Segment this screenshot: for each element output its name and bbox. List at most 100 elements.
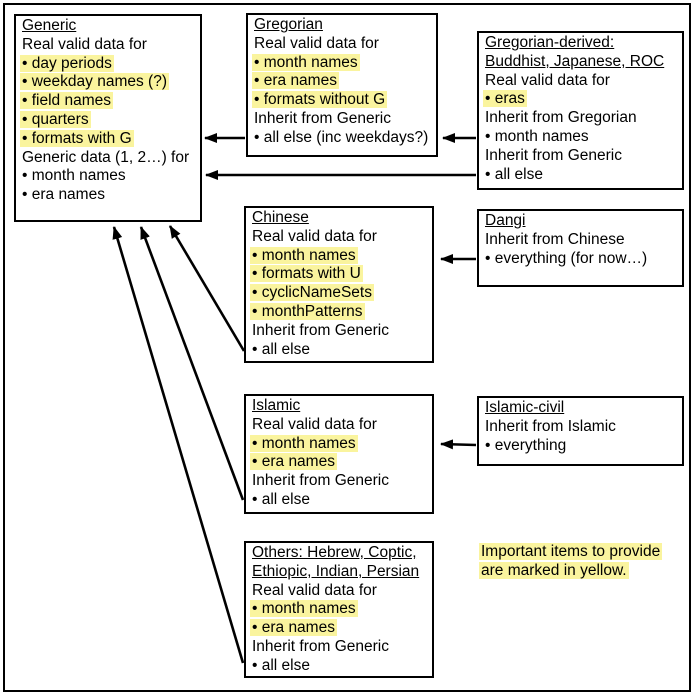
text: • all else (inc weekdays?) — [254, 128, 429, 146]
highlighted-text: • weekday names (?) — [20, 73, 169, 91]
text: • all else — [485, 165, 543, 183]
note-important-items: Important items to provide are marked in … — [479, 542, 663, 580]
text-line: • all else — [250, 657, 428, 676]
text-line: • month names — [250, 246, 428, 266]
text-line: Inherit from Generic — [483, 147, 678, 166]
text: • month names — [22, 167, 126, 185]
text: Inherit from Generic — [252, 472, 389, 490]
highlighted-text: • formats with G — [20, 129, 134, 147]
highlighted-text: • field names — [20, 92, 113, 110]
text-line: Inherit from Chinese — [483, 231, 678, 250]
text-line: • cyclicNameSets — [250, 284, 428, 303]
highlighted-text: • month names — [250, 600, 358, 618]
text-line: Islamic — [250, 397, 428, 416]
highlighted-text: • month names — [250, 434, 358, 452]
text-line: Real valid data for — [250, 228, 428, 247]
text-line: • all else — [483, 166, 678, 185]
text-line: Inherit from Gregorian — [483, 109, 678, 128]
text-line: • day periods — [20, 54, 196, 74]
text-line: Real valid data for — [250, 582, 428, 601]
text-line: • month names — [20, 167, 196, 186]
text-line: Generic data (1, 2…) for — [20, 149, 196, 168]
box-gregorian-derived: Gregorian-derived:Buddhist, Japanese, RO… — [477, 31, 684, 190]
arrow-islamic-to-generic — [139, 226, 245, 501]
text-line: Buddhist, Japanese, ROC — [483, 53, 678, 72]
text: • everything — [485, 436, 567, 454]
highlighted-text: • era names — [250, 453, 337, 471]
text-line: • formats with U — [250, 265, 428, 284]
text: Islamic-civil — [485, 399, 565, 416]
highlighted-text: • quarters — [20, 110, 91, 128]
text: Inherit from Generic — [252, 637, 389, 655]
text: Others: Hebrew, Coptic, — [252, 544, 417, 561]
text-line: Inherit from Islamic — [483, 418, 678, 437]
highlighted-text: • formats with U — [250, 265, 363, 283]
text-line: • all else — [250, 491, 428, 510]
text-line: • formats with G — [20, 129, 196, 149]
text-line: • era names — [20, 186, 196, 205]
text-line: • month names — [250, 600, 428, 619]
text-line: Inherit from Generic — [250, 638, 428, 657]
text-line: • era names — [250, 453, 428, 472]
text: Inherit from Generic — [254, 109, 391, 127]
text: Real valid data for — [254, 34, 379, 52]
text: Real valid data for — [252, 227, 377, 245]
text-line: • era names — [252, 72, 432, 91]
text-line: • weekday names (?) — [20, 73, 196, 92]
text: • month names — [485, 127, 589, 145]
highlighted-text: • monthPatterns — [250, 302, 365, 320]
text-line: • monthPatterns — [250, 302, 428, 322]
text-line: Inherit from Generic — [252, 110, 432, 129]
text-line: • month names — [252, 53, 432, 73]
text: Real valid data for — [22, 35, 147, 53]
text: Inherit from Generic — [485, 146, 622, 164]
text: Gregorian-derived: — [485, 34, 615, 51]
highlighted-text: are marked in yellow. — [479, 562, 629, 580]
text-line: are marked in yellow. — [479, 561, 662, 580]
text-line: Real valid data for — [252, 35, 432, 54]
highlighted-text: Important items to provide — [479, 543, 663, 560]
highlighted-text: • cyclicNameSets — [250, 284, 374, 302]
text: • all else — [252, 340, 310, 358]
box-others: Others: Hebrew, Coptic, Ethiopic, Indian,… — [244, 541, 434, 678]
text-line: • quarters — [20, 110, 196, 130]
text-line: Gregorian — [252, 16, 432, 35]
text: Real valid data for — [252, 581, 377, 599]
text: • all else — [252, 490, 310, 508]
text: • everything (for now…) — [485, 249, 648, 267]
text-line: • all else (inc weekdays?) — [252, 129, 432, 148]
text-line: Chinese — [250, 209, 428, 228]
text-line: • everything — [483, 437, 678, 456]
highlighted-text: • era names — [250, 619, 337, 637]
text-line: • month names — [250, 434, 428, 454]
arrow-chinese-to-generic — [168, 225, 246, 352]
text: Real valid data for — [485, 71, 610, 89]
highlighted-text: • formats without G — [252, 91, 388, 109]
text-line: • formats without G — [252, 91, 432, 110]
text: Real valid data for — [252, 415, 377, 433]
text: Inherit from Gregorian — [485, 109, 637, 127]
text-line: Real valid data for — [483, 72, 678, 91]
text: Generic data (1, 2…) for — [22, 148, 190, 166]
text: Dangi — [485, 212, 526, 229]
text: Islamic — [252, 397, 301, 414]
text-line: Inherit from Generic — [250, 472, 428, 491]
arrow-islamic-civil-to-islamic — [440, 439, 477, 450]
text: Inherit from Generic — [252, 321, 389, 339]
text-line: Generic — [20, 17, 196, 36]
text-line: Gregorian-derived: — [483, 34, 678, 53]
text-line: Real valid data for — [250, 416, 428, 435]
text: Buddhist, Japanese, ROC — [485, 52, 665, 70]
highlighted-text: • era names — [252, 72, 339, 90]
text: Generic — [22, 17, 77, 34]
text-line: Others: Hebrew, Coptic, — [250, 544, 428, 563]
arrow-others-to-generic — [112, 226, 245, 664]
text-line: Ethiopic, Indian, Persian — [250, 563, 428, 582]
